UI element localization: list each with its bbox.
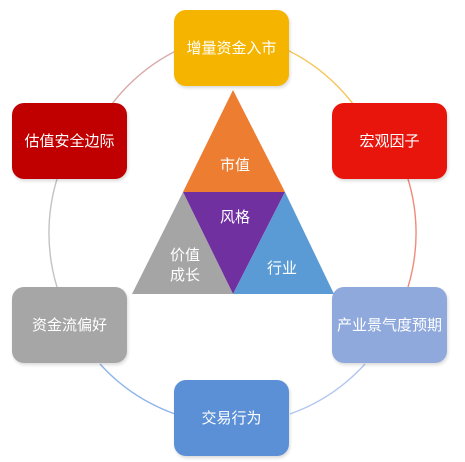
ring-arc-bottom-left: [99, 363, 176, 415]
node-top-right-box: 宏观因子: [332, 103, 447, 179]
node-top-right-label: 宏观因子: [359, 132, 420, 150]
triangle-left-segment: [132, 192, 233, 294]
triangle-left-label-line2: 成长: [169, 266, 200, 285]
node-bottom-right-box: 产业景气度预期: [332, 287, 447, 363]
triangle-top-label: 市值: [219, 156, 250, 174]
triangle-top-segment: [183, 90, 285, 192]
triangle-left-label: 价值 成长: [165, 245, 205, 286]
node-top-label: 增量资金入市: [186, 39, 277, 57]
node-top-left-label: 估值安全边际: [24, 132, 115, 150]
node-bottom-left-box: 资金流偏好: [12, 287, 127, 363]
triangle-right-segment: [233, 192, 334, 294]
node-top-box: 增量资金入市: [174, 10, 289, 86]
triangle-center-label: 风格: [219, 208, 250, 226]
node-top-left-box: 估值安全边际: [12, 103, 127, 179]
ring-arc-bottom-right: [289, 363, 366, 415]
triangle-right-label: 行业: [266, 259, 297, 277]
ring-arc-left: [48, 178, 58, 288]
node-bottom-right-label: 产业景气度预期: [336, 316, 442, 334]
ring-arc-right: [407, 178, 417, 288]
triangle-center-segment: [183, 192, 285, 294]
node-bottom-label: 交易行为: [201, 409, 262, 427]
node-bottom-left-label: 资金流偏好: [31, 316, 107, 334]
node-bottom-box: 交易行为: [174, 380, 289, 456]
triangle-left-label-line1: 价值: [169, 246, 200, 264]
